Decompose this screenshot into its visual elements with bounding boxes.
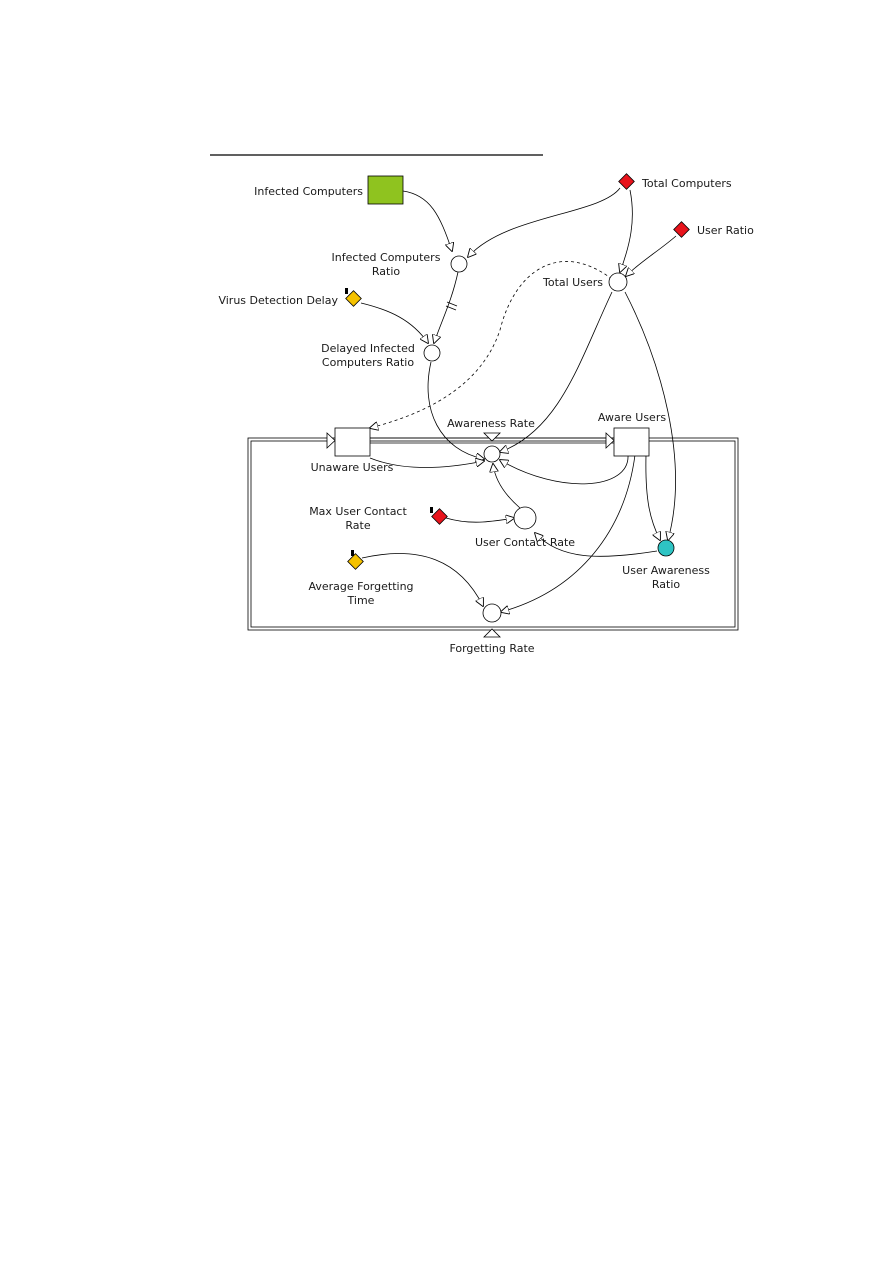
average-forgetting-time-diamond[interactable] [347,550,364,570]
unaware-users-stock[interactable] [334,427,371,457]
delayed-infected-ratio-node[interactable] [423,344,441,362]
causal-links [360,187,677,612]
label-total-users: Total Users [542,276,603,289]
user-awareness-ratio-node[interactable] [657,539,675,557]
total-computers-diamond[interactable] [618,173,635,190]
link-totalcomp-to-ratio [468,187,621,257]
infected-computers-stock[interactable] [367,175,404,205]
link-delayed-to-awareness [427,361,484,459]
label-aft-line1: Average Forgetting [308,580,413,593]
aware-users-stock[interactable] [613,427,650,457]
total-users-node[interactable] [608,272,628,292]
label-total-computers: Total Computers [641,177,732,190]
label-delayed-line2: Computers Ratio [322,356,414,369]
label-awareness-rate: Awareness Rate [447,417,535,430]
label-virus-detection-delay: Virus Detection Delay [218,294,338,307]
link-unaware-to-awareness [369,458,484,468]
user-ratio-diamond[interactable] [673,221,690,238]
link-aware-to-awareness [500,454,629,485]
unaware-inflow-arrow [326,432,336,449]
link-totalusers-to-uar [624,291,676,540]
label-max-contact-line1: Max User Contact [309,505,407,518]
infected-computers-ratio-node[interactable] [450,255,468,273]
link-infected-to-ratio [402,190,452,251]
label-infected-computers: Infected Computers [254,185,363,198]
label-forgetting-rate: Forgetting Rate [449,642,534,655]
link-aware-to-uar [645,454,660,540]
max-user-contact-rate-diamond[interactable] [430,507,448,525]
label-max-contact-line2: Rate [345,519,370,532]
link-aware-to-forgetting [501,454,636,612]
link-aft-to-forgetting [361,553,483,606]
label-infected-ratio-line2: Ratio [372,265,401,278]
label-uar-line2: Ratio [652,578,681,591]
link-uar-to-contact [535,533,658,557]
awareness-rate-valve [483,432,501,463]
link-totalusers-to-awareness [500,291,613,452]
aware-inflow-arrow [605,432,615,449]
forgetting-rate-valve [482,603,502,638]
link-totalcomp-to-totalusers [620,189,633,272]
link-contact-to-awareness [493,464,521,509]
link-vdd-to-delayed [360,302,428,343]
virus-detection-delay-diamond[interactable] [345,288,362,307]
user-contact-rate-node[interactable] [513,506,537,530]
label-aware-users: Aware Users [598,411,666,424]
label-aft-line2: Time [347,594,375,607]
label-delayed-line1: Delayed Infected [321,342,415,355]
label-user-contact-rate: User Contact Rate [475,536,575,549]
link-maxcontact-to-contact [445,518,514,522]
label-infected-ratio-line1: Infected Computers [332,251,441,264]
link-ratio-to-delayed [434,271,459,343]
label-user-ratio: User Ratio [697,224,754,237]
label-uar-line1: User Awareness [622,564,710,577]
delay-mark [445,301,458,311]
link-totalusers-to-unaware [370,261,613,428]
label-unaware-users: Unaware Users [311,461,394,474]
link-userratio-to-totalusers [626,235,677,276]
